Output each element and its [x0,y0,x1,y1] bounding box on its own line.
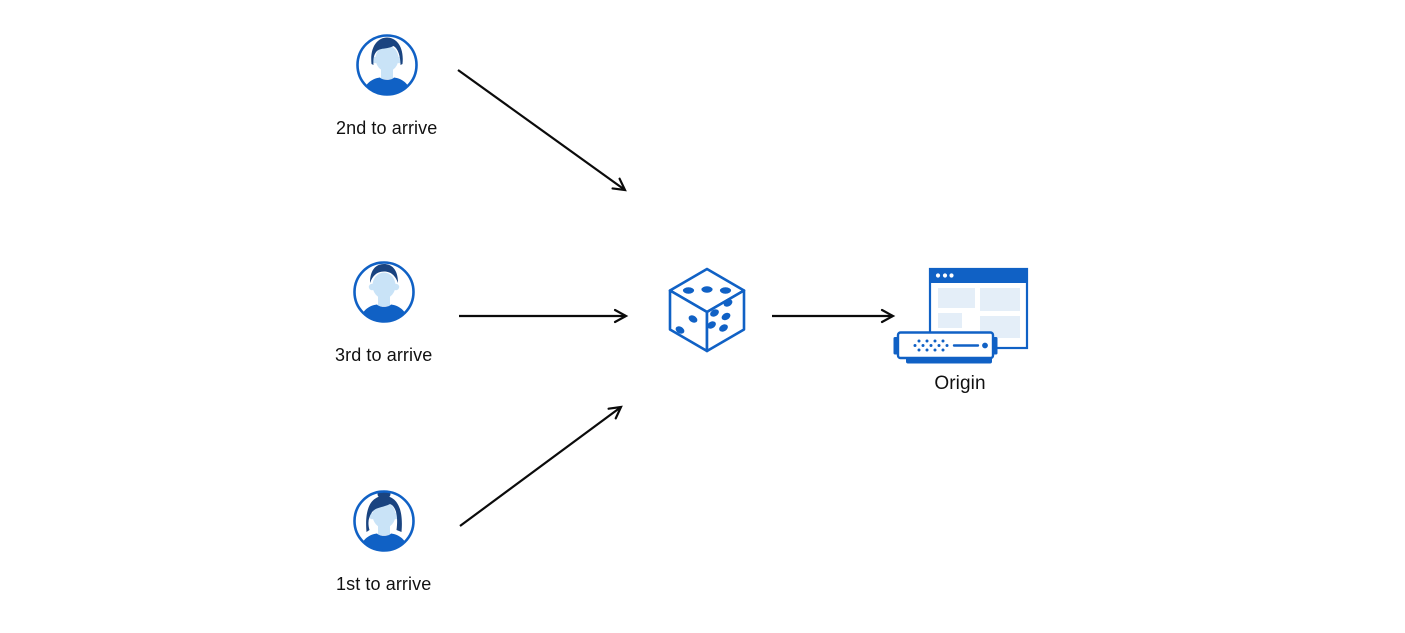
user-label: 3rd to arrive [335,345,433,365]
arrow-2nd-user-to-dice [457,69,627,192]
user-label: 1st to arrive [336,574,432,594]
origin-server-browser-icon [893,267,1029,364]
origin-node: Origin [890,261,1030,395]
user-node-2nd-to-arrive: 2nd to arrive [336,32,437,139]
avatar-man-swept-hair-icon [355,34,418,96]
arrow-1st-user-to-dice [459,405,623,527]
avatar-man-short-hair-icon [352,261,415,323]
dice-icon [668,267,746,353]
dice-node [667,266,747,354]
server-icon [893,331,998,364]
user-label: 2nd to arrive [336,118,438,138]
origin-label: Origin [934,373,986,394]
avatar-woman-bun-icon [352,490,415,552]
user-node-1st-to-arrive: 1st to arrive [336,488,431,595]
user-node-3rd-to-arrive: 3rd to arrive [335,259,432,366]
